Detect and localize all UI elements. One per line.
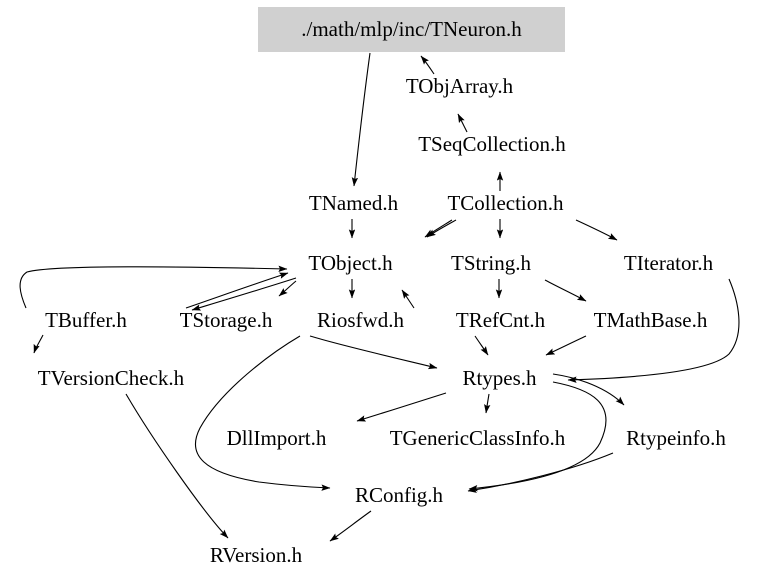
node-label-tversioncheck: TVersionCheck.h xyxy=(37,366,185,390)
edge-riosfwd-rtypes xyxy=(309,335,438,370)
node-label-dllimport: DllImport.h xyxy=(226,426,327,450)
node-label-rtypeinfo: Rtypeinfo.h xyxy=(626,426,726,450)
edge-tobject-tbuffer xyxy=(278,280,297,297)
edge-tcollection-titerator xyxy=(575,219,618,241)
node-label-tneuron: ./math/mlp/inc/TNeuron.h xyxy=(301,17,522,41)
node-label-rconfig: RConfig.h xyxy=(354,483,444,507)
node-label-tobject: TObject.h xyxy=(308,251,393,275)
node-rversion[interactable]: RVersion.h xyxy=(195,545,317,569)
edge-riosfwd-rconfig xyxy=(195,335,331,491)
edge-tobjarray-tneuron xyxy=(420,55,435,75)
node-tversioncheck[interactable]: TVersionCheck.h xyxy=(13,368,209,392)
node-tstorage[interactable]: TStorage.h xyxy=(165,310,287,334)
edge-tcollection-tobject xyxy=(424,219,453,238)
node-rtypeinfo[interactable]: Rtypeinfo.h xyxy=(614,428,738,452)
edge-tbuffer-tobject xyxy=(19,265,288,309)
node-label-tnamed: TNamed.h xyxy=(308,191,399,215)
node-dllimport[interactable]: DllImport.h xyxy=(211,428,342,452)
node-tseqcollection[interactable]: TSeqCollection.h xyxy=(397,134,587,158)
edge-rtypes-rtypeinfo xyxy=(552,373,625,406)
node-label-trefcnt: TRefCnt.h xyxy=(455,308,546,332)
edge-tbuffer-tversioncheck xyxy=(33,334,44,354)
edge-tneuron-tnamed xyxy=(351,52,371,187)
node-tobject[interactable]: TObject.h xyxy=(295,253,406,277)
node-tneuron[interactable]: ./math/mlp/inc/TNeuron.h xyxy=(258,7,565,52)
edge-tstring-tmathbase xyxy=(544,279,587,302)
node-tbuffer[interactable]: TBuffer.h xyxy=(32,310,140,334)
node-label-tmathbase: TMathBase.h xyxy=(593,308,708,332)
node-rtypes[interactable]: Rtypes.h xyxy=(447,368,552,392)
node-tstring[interactable]: TString.h xyxy=(441,253,541,277)
node-label-titerator: TIterator.h xyxy=(623,251,714,275)
edge-tobject-tstorage xyxy=(191,277,297,311)
node-label-tobjarray: TObjArray.h xyxy=(405,74,514,98)
node-label-tbuffer: TBuffer.h xyxy=(45,308,127,332)
node-trefcnt[interactable]: TRefCnt.h xyxy=(445,310,556,334)
edge-rtypes-tgenericclassinfo xyxy=(484,393,491,414)
node-label-rversion: RVersion.h xyxy=(209,543,303,567)
node-tcollection[interactable]: TCollection.h xyxy=(430,193,581,217)
edge-tstring-tobject xyxy=(426,219,457,238)
node-rconfig[interactable]: RConfig.h xyxy=(340,485,458,509)
node-tgenericclassinfo[interactable]: TGenericClassInfo.h xyxy=(354,428,601,452)
node-riosfwd[interactable]: Riosfwd.h xyxy=(305,310,416,334)
edge-rtypes-dllimport xyxy=(356,392,447,422)
edge-trefcnt-rtypes xyxy=(474,335,489,356)
node-label-tcollection: TCollection.h xyxy=(447,191,564,215)
node-label-tseqcollection: TSeqCollection.h xyxy=(418,132,566,156)
node-label-tstring: TString.h xyxy=(451,251,531,275)
node-label-riosfwd: Riosfwd.h xyxy=(317,308,404,332)
node-tmathbase[interactable]: TMathBase.h xyxy=(580,310,721,334)
node-tobjarray[interactable]: TObjArray.h xyxy=(389,76,530,100)
edge-tmathbase-rtypes xyxy=(545,335,587,356)
edge-tversioncheck-rversion xyxy=(125,393,229,539)
edge-tseqcollection-tobjarray xyxy=(457,113,468,133)
node-tnamed[interactable]: TNamed.h xyxy=(297,193,410,217)
node-label-tstorage: TStorage.h xyxy=(179,308,273,332)
edge-tstorage-tobject xyxy=(185,272,289,309)
edge-rconfig-rversion xyxy=(329,510,372,542)
node-titerator[interactable]: TIterator.h xyxy=(607,253,730,277)
edge-riosfwd-tobject xyxy=(401,289,415,309)
node-label-rtypes: Rtypes.h xyxy=(462,366,537,390)
edge-rtypeinfo-rconfig xyxy=(467,452,614,493)
node-label-tgenericclassinfo: TGenericClassInfo.h xyxy=(389,426,566,450)
